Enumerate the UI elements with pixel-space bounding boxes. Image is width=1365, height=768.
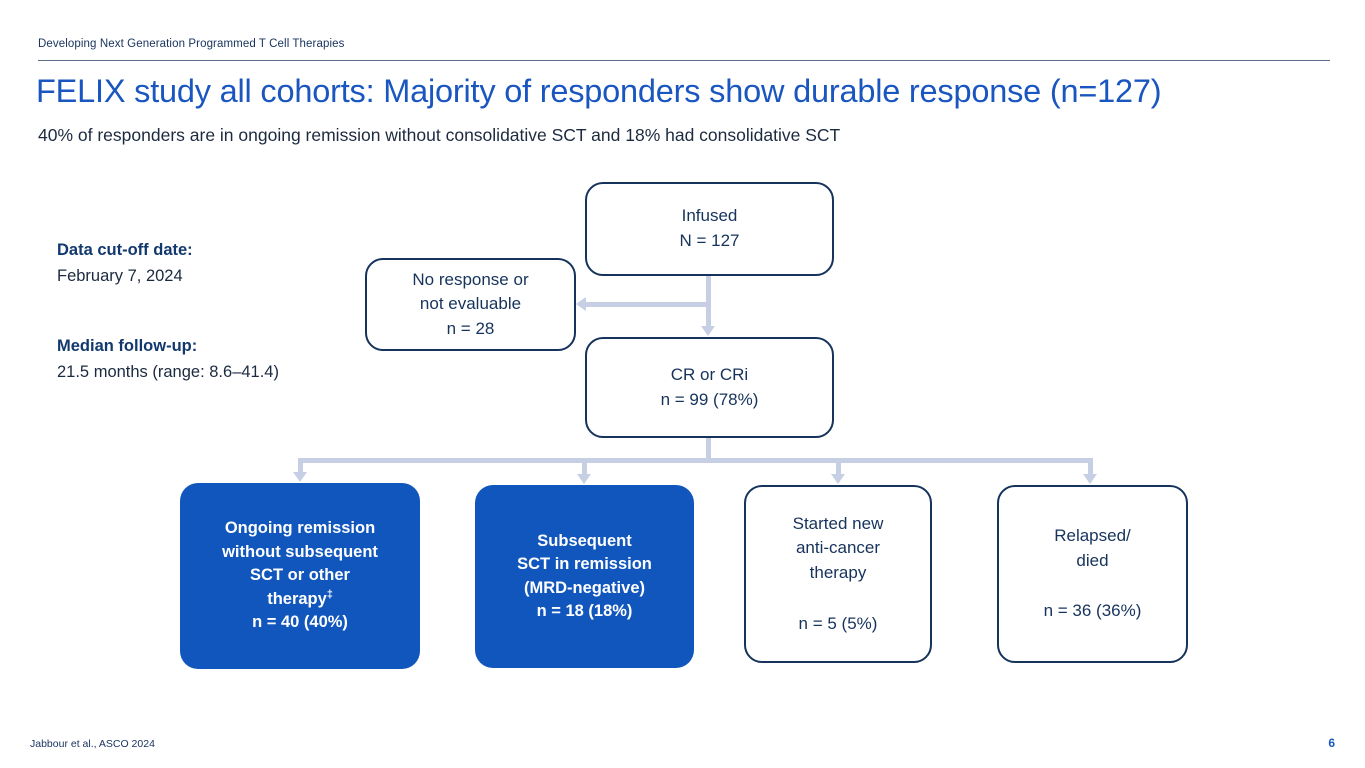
flow-node-ongoing-line5: n = 40 (40%): [252, 613, 348, 632]
flow-node-ongoing-remission: Ongoing remission without subsequent SCT…: [180, 483, 420, 669]
arrowhead-down-icon: [1083, 474, 1097, 484]
median-followup-label: Median follow-up:: [57, 337, 198, 355]
flow-node-no-response-line3: n = 28: [446, 318, 495, 338]
flow-node-no-response-line1: No response or: [412, 269, 529, 289]
flow-node-infused-line1: Infused: [681, 206, 738, 226]
connector-drop-relapsed: [1088, 458, 1093, 478]
flow-node-no-response-line2: not evaluable: [419, 294, 522, 314]
flow-node-relapsed-line1: Relapsed/: [1054, 526, 1131, 546]
flow-node-ongoing-line2: without subsequent: [222, 542, 378, 561]
connector-infused-to-noresponse: [586, 302, 708, 307]
page-subtitle: 40% of responders are in ongoing remissi…: [38, 125, 841, 145]
flow-node-infused: Infused N = 127: [585, 182, 834, 276]
flow-node-cr-cri-line1: CR or CRi: [670, 364, 749, 384]
header-divider: [38, 60, 1330, 61]
median-followup-value: 21.5 months (range: 8.6–41.4): [57, 363, 279, 382]
flow-node-new-therapy-line3: therapy: [809, 563, 867, 582]
flow-node-subsequent-sct: Subsequent SCT in remission (MRD-negativ…: [475, 485, 694, 668]
flow-node-relapsed-died: Relapsed/ died n = 36 (36%): [997, 485, 1188, 663]
footer-page-number: 6: [1328, 736, 1335, 750]
data-cutoff-label: Data cut-off date:: [57, 241, 193, 259]
footer-citation: Jabbour et al., ASCO 2024: [30, 738, 155, 750]
slide-eyebrow: Developing Next Generation Programmed T …: [38, 38, 345, 50]
flow-node-subsequent-line2: SCT in remission: [517, 555, 652, 574]
connector-crcri-to-bus: [706, 438, 711, 462]
arrowhead-down-icon: [293, 472, 307, 482]
flow-node-cr-cri: CR or CRi n = 99 (78%): [585, 337, 834, 438]
connector-drop-subsequent: [582, 458, 587, 478]
flow-node-ongoing-line3: SCT or other: [250, 566, 350, 585]
data-cutoff-block: Data cut-off date: February 7, 2024: [57, 237, 193, 290]
connector-horizontal-bus: [298, 458, 1093, 463]
flow-node-subsequent-line1: Subsequent: [537, 531, 632, 550]
page-title: FELIX study all cohorts: Majority of res…: [36, 73, 1162, 109]
flow-node-subsequent-line3: (MRD-negative): [523, 578, 645, 597]
flow-node-ongoing-line1: Ongoing remission: [224, 519, 376, 538]
flow-node-no-response: No response or not evaluable n = 28: [365, 258, 576, 351]
flow-node-new-therapy-line2: anti-cancer: [795, 538, 881, 558]
connector-drop-newtherapy: [836, 458, 841, 478]
flow-node-new-therapy-line1: Started new: [792, 513, 884, 533]
flow-node-subsequent-line4: n = 18 (18%): [536, 601, 633, 620]
connector-drop-ongoing: [298, 458, 303, 476]
arrowhead-down-icon: [831, 474, 845, 484]
flow-node-ongoing-line4-text: therapy: [267, 589, 327, 608]
flow-node-cr-cri-line2: n = 99 (78%): [660, 389, 759, 409]
median-followup-block: Median follow-up: 21.5 months (range: 8.…: [57, 333, 279, 386]
double-dagger-footnote-marker: ‡: [326, 588, 333, 601]
flow-node-new-therapy-line4: n = 5 (5%): [798, 613, 878, 633]
connector-infused-to-crcri: [706, 276, 711, 328]
flow-node-infused-line2: N = 127: [679, 231, 740, 250]
flow-node-relapsed-line3: n = 36 (36%): [1043, 601, 1142, 621]
arrowhead-down-icon: [577, 474, 591, 484]
arrowhead-left-icon: [576, 297, 586, 311]
flow-node-relapsed-line2: died: [1076, 550, 1109, 570]
flow-node-new-therapy: Started new anti-cancer therapy n = 5 (5…: [744, 485, 932, 663]
arrowhead-down-icon: [701, 326, 715, 336]
data-cutoff-value: February 7, 2024: [57, 267, 183, 286]
flow-node-ongoing-line4: therapy‡: [267, 588, 333, 611]
